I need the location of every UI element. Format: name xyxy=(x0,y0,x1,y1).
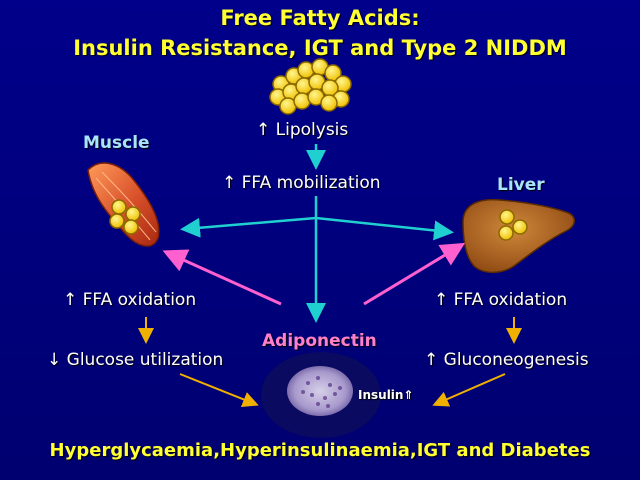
fat-cell-cluster-icon xyxy=(269,58,352,115)
adiponectin-arrows xyxy=(162,242,466,306)
liver-ffa-oxidation-label: ↑ FFA oxidation xyxy=(434,290,568,310)
insulin-label: Insulin⇑ xyxy=(358,388,414,402)
adiponectin-label: Adiponectin xyxy=(262,331,377,351)
muscle-ffa-oxidation-label: ↑ FFA oxidation xyxy=(63,290,197,310)
title-line-1: Free Fatty Acids: xyxy=(220,6,420,30)
muscle-icon xyxy=(87,162,160,247)
glucose-utilization-label: ↓ Glucose utilization xyxy=(47,350,224,370)
orange-flow-arrows xyxy=(138,317,522,407)
pancreas-islet-icon xyxy=(261,352,381,438)
gluconeogenesis-label: ↑ Gluconeogenesis xyxy=(424,350,589,370)
title-line-2: Insulin Resistance, IGT and Type 2 NIDDM xyxy=(73,36,567,60)
ffa-mobilization-label: ↑ FFA mobilization xyxy=(222,173,381,193)
cyan-flow-arrows xyxy=(180,144,454,323)
liver-label: Liver xyxy=(497,175,545,195)
outcome-label: Hyperglycaemia,Hyperinsulinaemia,IGT and… xyxy=(49,440,591,461)
liver-icon xyxy=(462,198,575,274)
muscle-label: Muscle xyxy=(83,133,150,153)
lipolysis-label: ↑ Lipolysis xyxy=(256,120,349,140)
